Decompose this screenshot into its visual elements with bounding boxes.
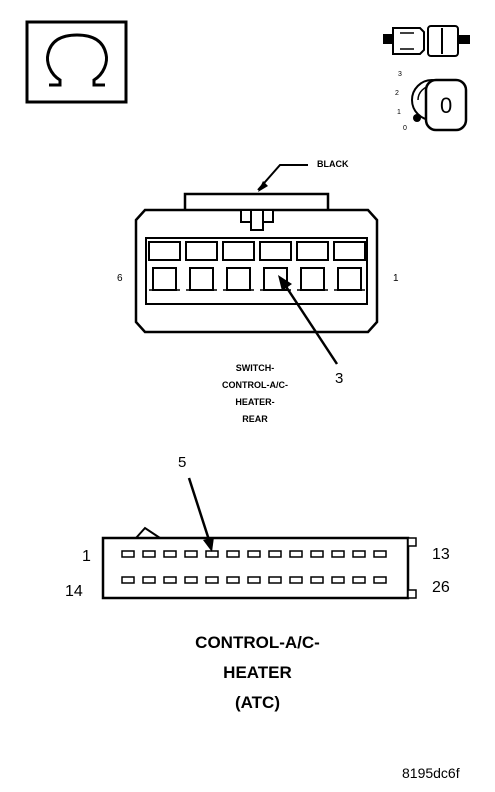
top-pin-right-label: 1 [393,273,399,284]
key-position-3: 3 [398,71,402,78]
top-connector-name: SWITCH- CONTROL-A/C- HEATER- REAR [195,360,315,428]
ignition-key-icon [411,78,468,132]
bottom-connector-name-line: HEATER [223,663,292,682]
key-position-1: 1 [397,109,401,116]
wire-color-label: BLACK [317,159,349,169]
bottom-callout-pin-label: 5 [178,454,187,471]
top-callout-pin-label: 3 [335,370,344,387]
top-connector-name-line: HEATER- [235,397,275,407]
key-label: 0 [440,93,453,118]
bottom-connector-pins-row1 [121,550,387,558]
top-connector-name-line: SWITCH- [235,363,275,373]
bottom-pin-13-label: 13 [432,546,450,563]
top-connector-name-line: REAR [242,414,268,424]
bottom-connector-pins-row2 [121,576,387,584]
bottom-connector-name-line: CONTROL-A/C- [195,633,320,652]
key-position-2: 2 [395,90,399,97]
top-pin-left-label: 6 [117,273,123,284]
connector-plug-icon [383,25,470,57]
bottom-connector-name: CONTROL-A/C- HEATER (ATC) [150,628,365,718]
bottom-pin-14-label: 14 [65,583,83,600]
ohm-symbol-icon [25,20,128,104]
bottom-connector-name-line: (ATC) [235,693,280,712]
bottom-connector [101,477,417,600]
bottom-pin-26-label: 26 [432,579,450,596]
key-position-0: 0 [403,125,407,132]
top-connector-name-line: CONTROL-A/C- [222,380,288,390]
top-connector-pin-cavities [148,241,366,291]
reference-code: 8195dc6f [402,765,460,781]
top-connector [134,164,379,365]
bottom-pin-1-label: 1 [82,548,91,565]
